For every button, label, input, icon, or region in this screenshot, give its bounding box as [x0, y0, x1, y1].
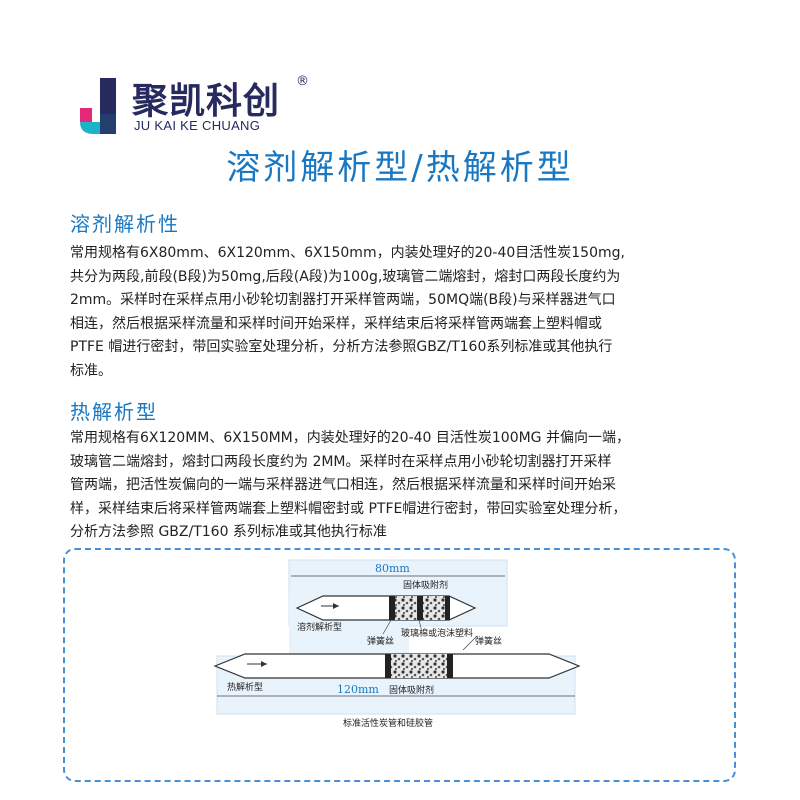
tube2-plug-left — [385, 654, 391, 678]
brand-logo: 聚凯科创 ® JU KAI KE CHUANG — [70, 72, 310, 138]
spring-left-label: 弹簧丝 — [367, 635, 394, 647]
page-title: 溶剂解析型/热解析型 — [226, 148, 574, 188]
spring-right-label: 弹簧丝 — [475, 635, 502, 647]
section-heading-thermal: 热解析型 — [70, 400, 158, 424]
spring-right-leader — [462, 635, 478, 651]
glass-wool-leader — [418, 619, 422, 629]
registered-mark: ® — [296, 74, 309, 89]
tube2-plug-right — [447, 654, 453, 678]
text-line: 常用规格有6X120MM、6X150MM，内装处理好的20-40 目活性炭100… — [70, 430, 630, 446]
section-text-thermal: 常用规格有6X120MM、6X150MM，内装处理好的20-40 目活性炭100… — [70, 427, 742, 545]
tube1-plug-left — [389, 596, 395, 620]
tube2-length-label: 120mm — [337, 683, 379, 696]
tube1-plug-mid — [417, 596, 423, 620]
spring-left-leader — [382, 619, 392, 635]
sampling-tube-diagram: 80mm 固体吸附剂 溶剂解析型 弹簧丝 玻璃棉或泡沫塑料 弹簧丝 热解析型 1… — [63, 548, 736, 782]
glass-wool-label: 玻璃棉或泡沫塑料 — [401, 627, 473, 639]
tube1-plug-right — [445, 596, 450, 620]
diagram-caption: 标准活性炭管和硅胶管 — [343, 717, 433, 729]
tube2-type-label: 热解析型 — [227, 681, 263, 693]
section-text-solvent: 常用规格有6X80mm、6X120mm、6X150mm，内装处理好的20-40目… — [70, 242, 742, 384]
text-line: 样，采样结束后将采样管两端套上塑料帽密封或 PTFE帽进行密封，带回实验室处理分… — [70, 500, 627, 517]
text-line: 常用规格有6X80mm、6X120mm、6X150mm，内装处理好的20-40目… — [70, 245, 625, 261]
text-line: 相连，然后根据采样流量和采样时间开始采样，采样结束后将采样管两端套上塑料帽或 — [70, 315, 602, 332]
brand-logo-mark-icon — [70, 78, 128, 136]
tube2-adsorbent-label: 固体吸附剂 — [389, 684, 434, 696]
tube1-adsorbent-label: 固体吸附剂 — [403, 579, 448, 591]
text-line: 玻璃管二端熔封，熔封口两段长度约为 2MM。采样时在采样点用小砂轮切割器打开采样 — [70, 453, 612, 470]
text-line: 分析方法参照 GBZ/T160 系列标准或其他执行标准 — [70, 524, 387, 541]
tube1-length-label: 80mm — [375, 562, 410, 575]
text-line: 标准。 — [70, 362, 112, 379]
text-line: 2mm。采样时在采样点用小砂轮切割器打开采样管两端，50MQ端(B段)与采样器进… — [70, 292, 616, 309]
tube1-granules-a — [423, 596, 445, 620]
tube2-granules — [391, 654, 447, 678]
diagram-figure: 80mm 固体吸附剂 溶剂解析型 弹簧丝 玻璃棉或泡沫塑料 弹簧丝 热解析型 1… — [213, 559, 581, 729]
text-line: 管两端，把活性炭偏向的一端与采样器进气口相连，然后根据采样流量和采样时间开始采 — [70, 477, 616, 494]
brand-name-cn: 聚凯科创 — [132, 81, 281, 122]
tube1-granules-b — [395, 596, 417, 620]
tube1-type-label: 溶剂解析型 — [297, 621, 342, 633]
text-line: 共分为两段,前段(B段)为50mg,后段(A段)为100g,玻璃管二端熔封，熔封… — [70, 268, 621, 285]
text-line: PTFE 帽进行密封，带回实验室处理分析，分析方法参照GBZ/T160系列标准或… — [70, 339, 613, 356]
section-heading-solvent: 溶剂解析性 — [70, 212, 180, 236]
brand-name-en: JU KAI KE CHUANG — [134, 118, 261, 133]
